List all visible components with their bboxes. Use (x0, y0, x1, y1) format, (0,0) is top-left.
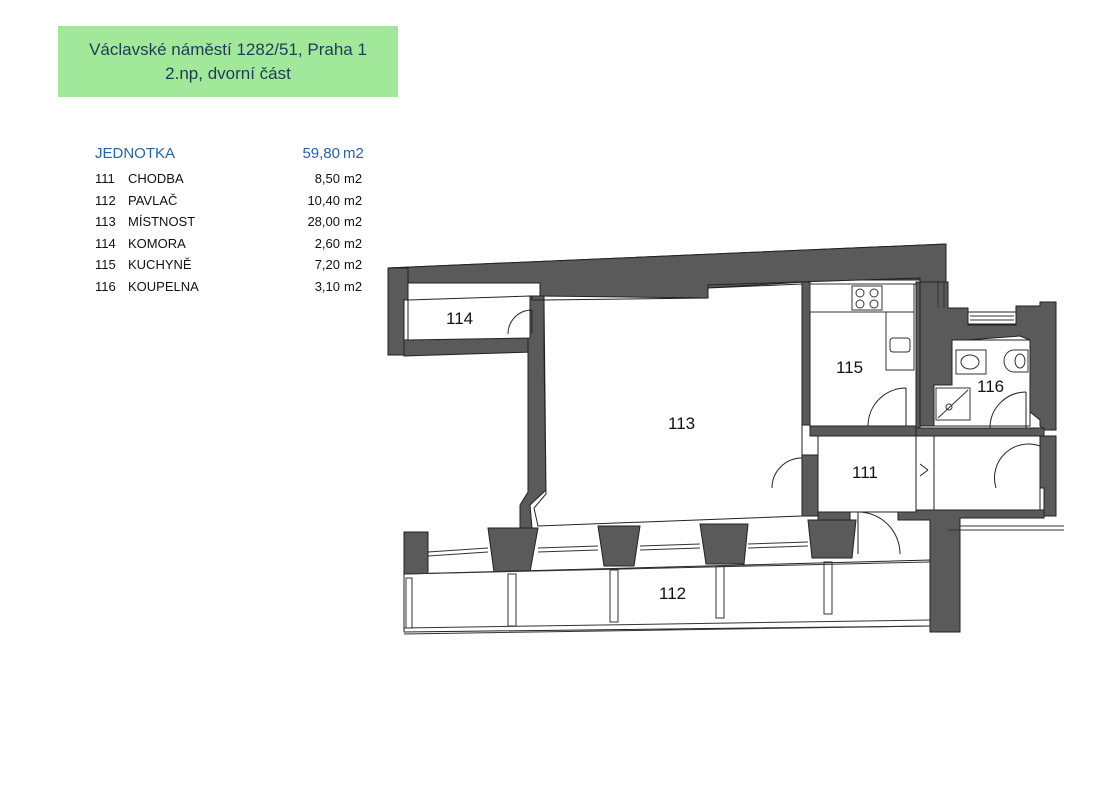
room-area: 3,10 (314, 278, 340, 294)
room-area: 7,20 (314, 257, 340, 272)
room-unit: m2 (344, 171, 363, 186)
area-row: 112 PAVLAČ 10,40 m2 (95, 190, 370, 212)
room-number: 114 (95, 235, 116, 251)
doors (507, 309, 1041, 555)
room-area: 28,00 (307, 214, 340, 229)
room-unit: m2 (344, 214, 363, 229)
area-total-row: JEDNOTKA 59,80 m2 (95, 144, 370, 168)
total-area: 59,80 (302, 145, 340, 162)
room-label-111: 111 (852, 463, 878, 482)
walls (387, 243, 1057, 633)
total-label: JEDNOTKA (95, 145, 176, 162)
room-label-113: 113 (668, 414, 695, 433)
kitchen-counter (809, 283, 915, 371)
room-area: 8,50 (314, 171, 340, 186)
room-area: 10,40 (307, 192, 340, 208)
room-label-112: 112 (659, 584, 686, 603)
windows (403, 282, 1064, 635)
room-label-116: 116 (977, 377, 1004, 396)
room-unit: m2 (344, 257, 363, 272)
area-row: 113 MÍSTNOST 28,00 m2 (95, 211, 370, 233)
room-number: 111 (95, 171, 115, 186)
floor-line: 2.np, dvorní část (165, 64, 291, 83)
room-floors (403, 283, 1041, 633)
room-name: PAVLAČ (128, 192, 178, 208)
room-unit: m2 (344, 278, 363, 294)
room-unit: m2 (344, 235, 363, 251)
room-label-114: 114 (446, 309, 473, 328)
room-number: 115 (95, 257, 116, 272)
room-number: 112 (95, 192, 116, 208)
room-name: CHODBA (128, 171, 184, 186)
room-name: MÍSTNOST (128, 214, 196, 229)
bathroom-fixtures (935, 349, 1029, 421)
area-row: 111 CHODBA 8,50 m2 (95, 168, 370, 190)
room-name: KOUPELNA (128, 278, 199, 294)
address-line: Václavské náměstí 1282/51, Praha 1 (89, 40, 367, 59)
room-name: KUCHYNĚ (128, 257, 192, 272)
room-unit: m2 (344, 192, 363, 208)
area-table: JEDNOTKA 59,80 m2 111 CHODBA 8,50 m2 112… (95, 144, 370, 297)
area-row: 116 KOUPELNA 3,10 m2 (95, 276, 370, 298)
room-number: 113 (95, 214, 116, 229)
room-area: 2,60 (314, 235, 340, 251)
room-number: 116 (95, 278, 116, 294)
room-label-115: 115 (836, 358, 863, 377)
area-row: 114 KOMORA 2,60 m2 (95, 233, 370, 255)
address-header: Václavské náměstí 1282/51, Praha 1 2.np,… (58, 26, 398, 97)
area-row: 115 KUCHYNĚ 7,20 m2 (95, 254, 370, 276)
room-name: KOMORA (128, 235, 186, 251)
total-unit: m2 (343, 145, 364, 162)
